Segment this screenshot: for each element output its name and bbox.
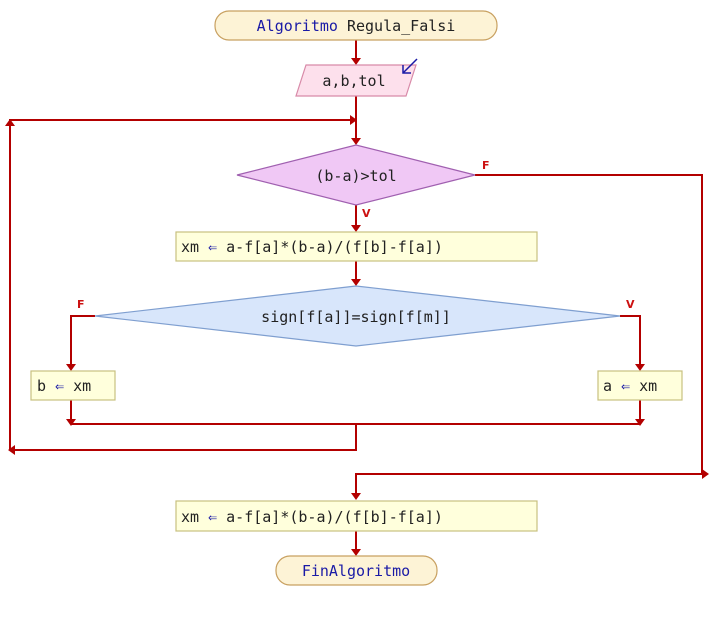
flow-arrowhead — [351, 279, 361, 286]
start-terminal-shape — [214, 10, 498, 41]
end-terminal: FinAlgoritmo — [275, 555, 438, 586]
flow-arrowhead — [350, 115, 357, 125]
assign-b-text: b ⇐ xm — [37, 377, 91, 395]
start-terminal: Algoritmo Regula_Falsi — [214, 10, 498, 41]
assign-arrow-icon: ⇐ — [621, 377, 630, 395]
assign-b-block: b ⇐ xm — [30, 370, 116, 401]
assign-b-shape — [30, 370, 116, 401]
flow-arrowhead — [5, 119, 15, 126]
sign-true-line — [620, 315, 641, 364]
input-block: a,b,tol — [295, 58, 418, 97]
flow-arrowhead — [351, 225, 361, 232]
assign-xm-block: xm ⇐ a-f[a]*(b-a)/(f[b]-f[a]) — [175, 231, 538, 262]
input-shape — [295, 64, 417, 97]
loop-false-label: F — [482, 159, 490, 172]
loop-return-line — [10, 424, 357, 451]
assign-a-shape — [597, 370, 683, 401]
loop-decision-shape — [236, 144, 476, 206]
assign-xm-final-block: xm ⇐ a-f[a]*(b-a)/(f[b]-f[a]) — [175, 500, 538, 532]
sign-true-label: V — [626, 298, 635, 311]
flow-arrowhead — [351, 549, 361, 556]
flow-arrowhead — [351, 493, 361, 500]
assign-arrow-icon: ⇐ — [208, 238, 217, 256]
sign-false-label: F — [77, 298, 85, 311]
flow-arrowhead — [351, 58, 361, 65]
flow-arrowhead — [635, 419, 645, 426]
start-terminal-text: Algoritmo Regula_Falsi — [257, 17, 456, 35]
loop-exit-line — [355, 473, 702, 493]
loop-decision: (b-a)>tol F V — [236, 144, 490, 220]
sign-decision-text: sign[f[a]]=sign[f[m]] — [261, 308, 451, 326]
assign-arrow-icon: ⇐ — [55, 377, 64, 395]
input-text: a,b,tol — [322, 72, 385, 90]
sign-false-line — [70, 315, 95, 364]
flow-arrowhead — [351, 138, 361, 145]
flow-arrowhead — [635, 364, 645, 371]
end-terminal-text: FinAlgoritmo — [302, 562, 410, 580]
assign-a-text: a ⇐ xm — [603, 377, 657, 395]
assign-xm-shape — [175, 231, 538, 262]
assign-arrow-icon: ⇐ — [208, 508, 217, 526]
assign-a-block: a ⇐ xm — [597, 370, 683, 401]
loop-true-label: V — [362, 207, 371, 220]
flow-arrowhead — [66, 364, 76, 371]
flow-arrowhead — [66, 419, 76, 426]
sign-decision-shape — [94, 285, 621, 347]
assign-xm-final-shape — [175, 500, 538, 532]
flow-arrowhead — [8, 445, 15, 455]
input-indicator-icon — [402, 58, 418, 74]
sign-decision: sign[f[a]]=sign[f[m]] F V — [77, 285, 635, 347]
flow-arrowhead — [702, 469, 709, 479]
assign-xm-text: xm ⇐ a-f[a]*(b-a)/(f[b]-f[a]) — [181, 238, 443, 256]
loop-decision-text: (b-a)>tol — [315, 167, 396, 185]
assign-xm-final-text: xm ⇐ a-f[a]*(b-a)/(f[b]-f[a]) — [181, 508, 443, 526]
loop-exit-line — [475, 174, 703, 474]
end-terminal-shape — [275, 555, 438, 586]
